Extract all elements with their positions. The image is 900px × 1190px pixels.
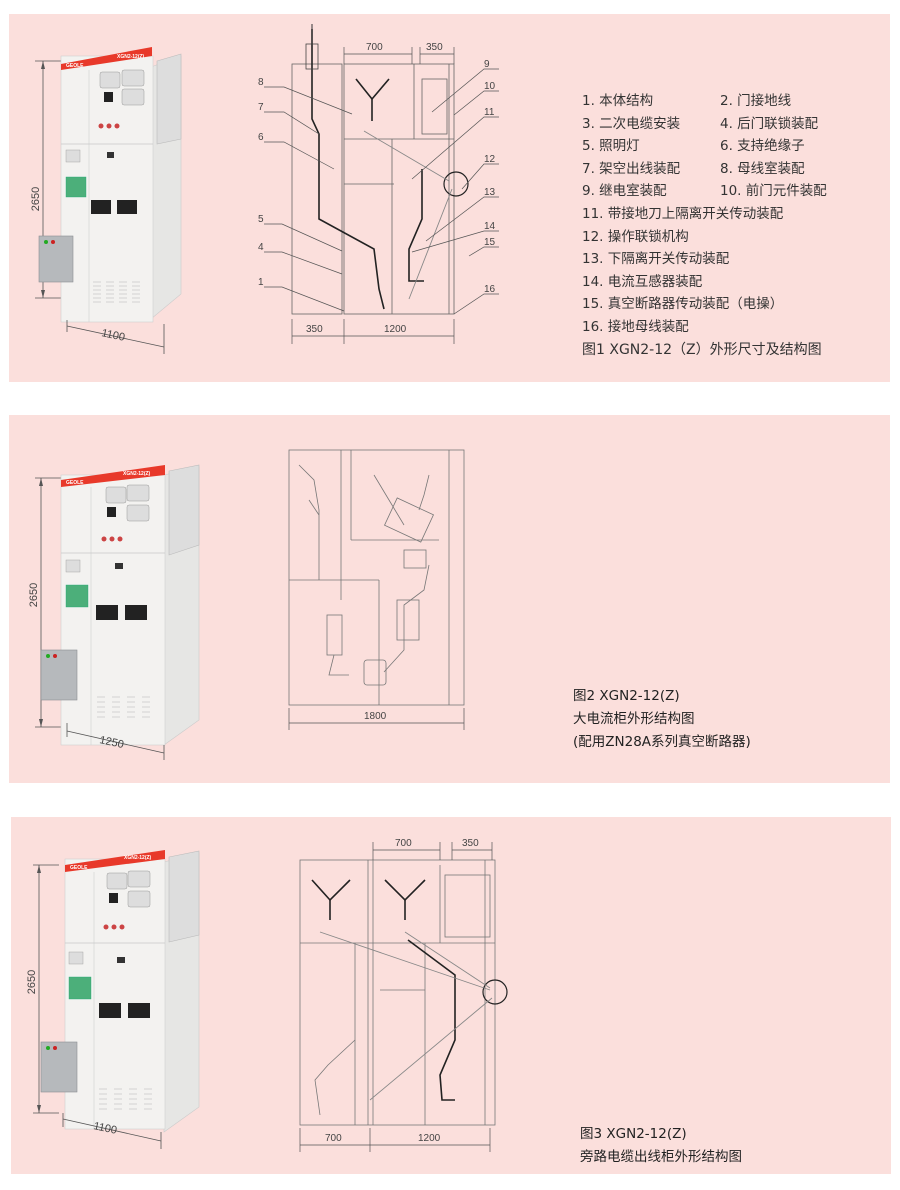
legend-item: 12. 操作联锁机构 [582,228,689,245]
legend-item: 2. 门接地线 [720,93,792,109]
caption-line: 图2 XGN2-12(Z) [573,688,680,704]
callout-15: 15 [484,237,496,248]
legend-item: 5. 照明灯 [582,138,640,155]
caption-line: 图3 XGN2-12(Z) [580,1126,687,1142]
figure-3-panel: 2650 GEOLE XGN2-12(Z) 1100 [11,817,891,1174]
caption-line: 旁路电缆出线柜外形结构图 [580,1148,742,1165]
legend-item: 7. 架空出线装配 [582,160,681,177]
cabinet-photo: 2650 GEOLE XGN2-12(Z) 1250 [28,464,200,760]
legend-row: 9. 继电室装配 10. 前门元件装配 [582,180,827,203]
legend-item: 3. 二次电缆安装 [582,115,681,132]
legend-item: 14. 电流互感器装配 [582,273,703,290]
dim-700-bottom: 700 [325,1133,342,1144]
component-legend: 1. 本体结构 2. 门接地线 3. 二次电缆安装 4. 后门联锁装配 5. 照明灯… [582,90,827,361]
callout-4: 4 [258,242,264,253]
dim-350-bottom: 350 [306,324,323,335]
legend-row: 1. 本体结构 2. 门接地线 [582,90,827,113]
figure-2-panel: 2650 GEOLE XGN2-12(Z) 1250 [9,415,890,783]
dim-1200: 1200 [384,324,407,335]
dim-700: 700 [366,42,383,53]
callout-11: 11 [484,107,495,118]
structure-drawing: 700 350 700 1200 [299,838,508,1152]
caption-line: 大电流柜外形结构图 [573,710,695,727]
dimension-width: 1250 [66,723,165,760]
caption-line: (配用ZN28A系列真空断路器) [573,733,751,750]
legend-item: 13. 下隔离开关传动装配 [582,251,730,268]
legend-item: 4. 后门联锁装配 [720,115,819,132]
model-plate: XGN2-12(Z) [117,54,145,60]
brand-logo: GEOLE [66,63,84,69]
dim-1800: 1800 [364,711,387,722]
callout-13: 13 [484,187,496,198]
dimension-width: 1100 [66,320,165,354]
dim-700-top: 700 [395,838,412,849]
callout-14: 14 [484,221,496,232]
callout-6: 6 [258,132,264,143]
legend-item: 9. 继电室装配 [582,183,667,200]
cabinet-photo: 2650 GEOLE XGN2-12(Z) [30,47,182,354]
callout-12: 12 [484,154,496,165]
callout-1: 1 [258,277,264,288]
callout-8: 8 [258,77,264,88]
structure-drawing: 1800 [288,449,465,730]
figure-caption: 图1 XGN2-12（Z）外形尺寸及结构图 [582,341,822,358]
brand-logo: GEOLE [70,865,88,871]
legend-row: 3. 二次电缆安装 4. 后门联锁装配 [582,113,827,136]
legend-row: 7. 架空出线装配 8. 母线室装配 [582,158,827,181]
width-label: 1100 [100,327,126,344]
width-label: 1250 [98,734,124,751]
callout-10: 10 [484,81,496,92]
legend-item: 16. 接地母线装配 [582,318,689,335]
model-plate: XGN2-12(Z) [123,471,151,477]
legend-item: 15. 真空断路器传动装配（电操） [582,296,784,313]
dim-350: 350 [426,42,443,53]
legend-item: 8. 母线室装配 [720,160,805,177]
height-label: 2650 [28,583,40,607]
figure-1-panel: 2650 GEOLE XGN2-12(Z) [9,14,890,382]
callout-9: 9 [484,59,490,70]
cabinet-photo: 2650 GEOLE XGN2-12(Z) 1100 [26,850,200,1149]
interlock-highlight-circle [443,171,469,197]
dim-1200-bottom: 1200 [418,1133,441,1144]
legend-item: 6. 支持绝缘子 [720,138,805,155]
legend-item: 10. 前门元件装配 [720,183,827,200]
interlock-highlight-circle [482,979,508,1005]
callout-16: 16 [484,284,496,295]
structure-drawing: 8 7 6 5 4 1 9 10 11 12 13 14 15 16 700 3… [258,24,499,344]
dimension-height: 2650 [26,864,59,1114]
dimension-width: 1100 [62,1113,162,1149]
callout-7: 7 [258,102,264,113]
legend-item: 1. 本体结构 [582,93,654,109]
figure-caption: 图3 XGN2-12(Z) 旁路电缆出线柜外形结构图 [580,1123,742,1169]
figure-caption: 图2 XGN2-12(Z) 大电流柜外形结构图 (配用ZN28A系列真空断路器) [573,685,751,753]
callout-5: 5 [258,214,264,225]
width-label: 1100 [92,1120,118,1137]
model-plate: XGN2-12(Z) [124,855,152,861]
legend-item: 11. 带接地刀上隔离开关传动装配 [582,205,784,222]
legend-row: 5. 照明灯 6. 支持绝缘子 [582,135,827,158]
height-label: 2650 [26,970,38,994]
brand-logo: GEOLE [66,480,84,486]
dim-350-top: 350 [462,838,479,849]
height-label: 2650 [30,187,42,211]
